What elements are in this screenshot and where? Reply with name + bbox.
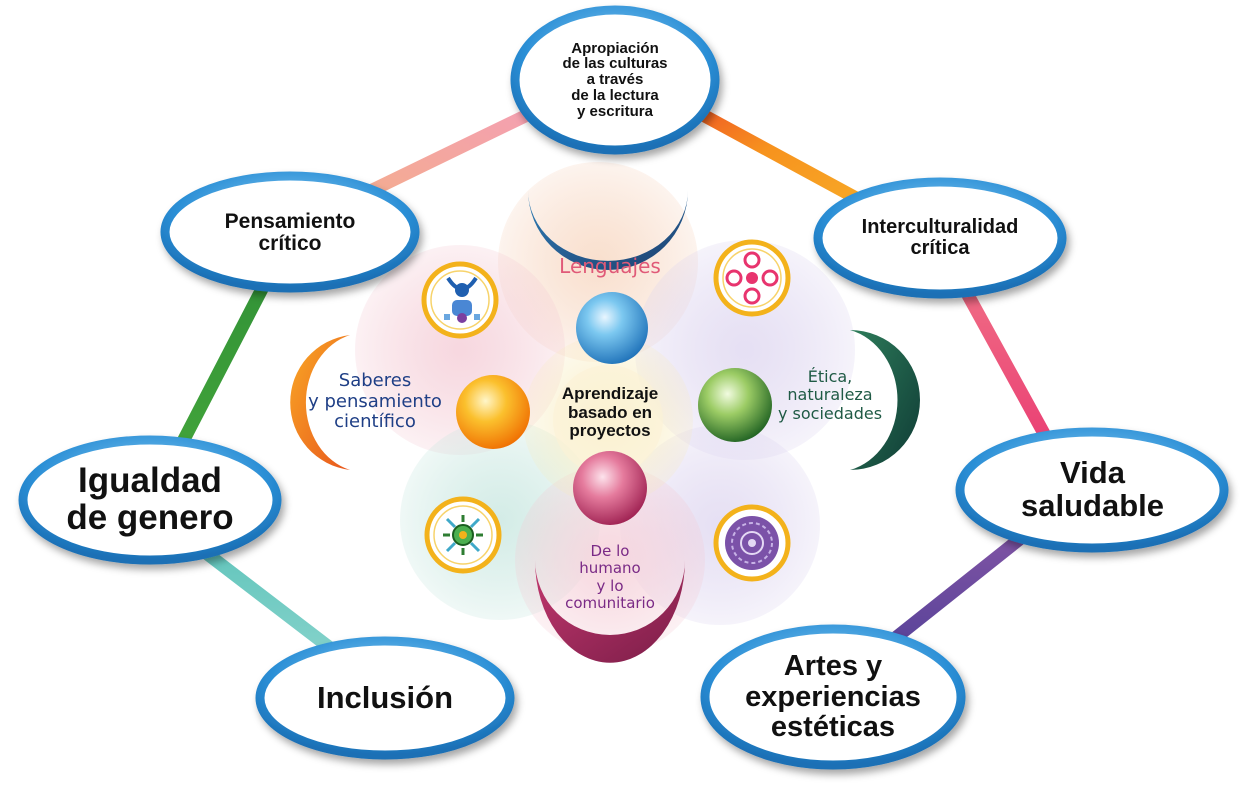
eje-label-igualdad: Igualdad de genero <box>66 461 234 537</box>
node-interculturalidad <box>813 177 1067 299</box>
node-vida <box>955 427 1229 553</box>
eje-nodes <box>18 5 1229 770</box>
node-igualdad <box>18 435 282 565</box>
sphere-saberes <box>456 375 530 449</box>
node-pensamiento <box>160 171 420 293</box>
node-apropiacion <box>510 5 720 155</box>
figure-emblem-icon <box>421 261 499 339</box>
eje-label-apropiacion: Apropiación de las culturas a través de … <box>562 39 668 120</box>
sphere-etica <box>698 368 772 442</box>
node-inclusion <box>255 636 515 760</box>
eje-label-inclusion: Inclusión <box>316 679 454 715</box>
eje-label-pensamiento: Pensamiento crítico <box>224 209 356 255</box>
sphere-humano <box>573 451 647 525</box>
eje-label-artes: Artes y experiencias estéticas <box>745 650 921 744</box>
campo-label-humano: De lo humano y lo comunitario <box>565 542 655 612</box>
node-artes <box>700 624 966 770</box>
crescent-saberes <box>290 335 350 470</box>
crescent-etica <box>850 330 920 470</box>
campo-label-lenguajes: Lenguajes <box>559 254 661 278</box>
spheres <box>456 292 772 525</box>
mandala-emblem-icon <box>713 504 791 582</box>
eje-label-interculturalidad: Interculturalidad crítica <box>861 216 1019 259</box>
crescents <box>290 190 920 663</box>
eje-label-vida: Vida saludable <box>1021 455 1164 523</box>
campo-label-etica: Ética, naturaleza y sociedades <box>777 367 883 423</box>
campo-label-saberes: Saberes y pensamiento científico <box>308 370 442 433</box>
center-label: Aprendizaje basado en proyectos <box>561 384 659 441</box>
spiral-flower-emblem-icon <box>713 239 791 317</box>
crescent-humano <box>535 560 685 663</box>
sphere-lenguajes <box>576 292 648 364</box>
sun-flower-emblem-icon <box>424 496 502 574</box>
